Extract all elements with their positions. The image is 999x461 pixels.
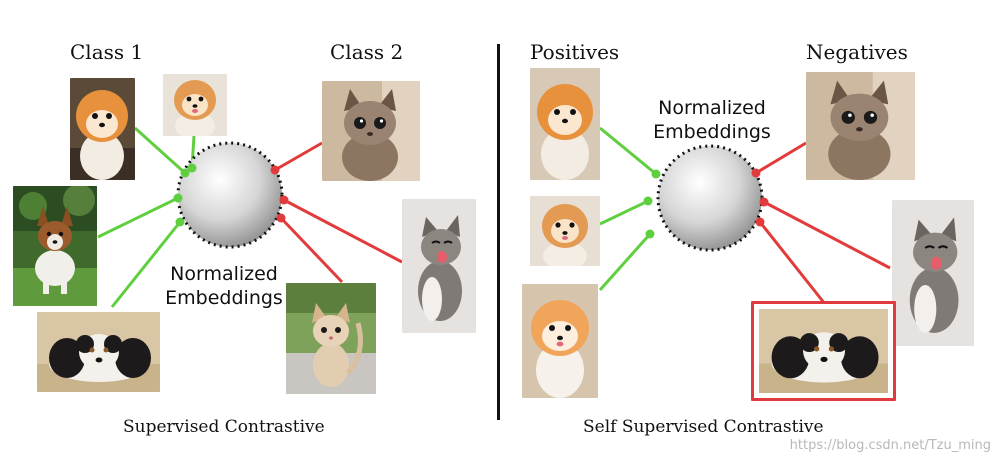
spaniel-dog-image (37, 312, 160, 392)
positive-pomeranian-image-3 (522, 284, 598, 398)
tabby-kitten-image (322, 81, 420, 181)
right-embedding-label: Normalized Embeddings (648, 96, 776, 144)
positive-pomeranian-image-2 (530, 196, 600, 266)
right-negative-lines (755, 141, 891, 305)
right-caption: Self Supervised Contrastive (583, 417, 824, 437)
left-green-line-4 (110, 221, 182, 308)
left-embedding-line1: Normalized (170, 263, 278, 285)
left-caption: Supervised Contrastive (123, 417, 325, 437)
left-red-line-3 (279, 216, 344, 284)
right-embedding-line2: Embeddings (653, 121, 771, 143)
meowing-kitten-image (402, 199, 476, 333)
left-green-line-3 (97, 196, 179, 239)
negative-tabby-kitten-image (806, 72, 915, 180)
left-red-line-2 (283, 198, 403, 264)
right-contact-dots (643, 168, 769, 239)
positive-pomeranian-image-1 (530, 68, 600, 180)
left-contact-dots (173, 163, 289, 227)
right-positive-lines (598, 126, 657, 291)
pomeranian-puppy-image (163, 74, 227, 136)
corgi-dog-image (13, 186, 97, 306)
left-embedding-line2: Embeddings (165, 287, 283, 309)
right-embedding-line1: Normalized (658, 97, 766, 119)
left-positive-lines (97, 126, 196, 308)
left-embedding-label: Normalized Embeddings (160, 262, 288, 310)
left-embedding-sphere (176, 141, 284, 249)
right-embedding-sphere (656, 144, 764, 252)
class1-label: Class 1 (70, 40, 144, 64)
negatives-label: Negatives (806, 40, 908, 64)
orange-kitten-image (286, 283, 376, 394)
watermark-text: https://blog.csdn.net/Tzu_ming (789, 438, 991, 453)
left-green-line-1 (133, 126, 187, 175)
negative-spaniel-highlighted-image (751, 301, 896, 401)
left-red-line-1 (274, 141, 323, 172)
class2-label: Class 2 (330, 40, 404, 64)
panel-divider (497, 44, 500, 420)
negative-meowing-kitten-image (892, 200, 974, 346)
positives-label: Positives (530, 40, 620, 64)
left-negative-lines (274, 141, 403, 284)
pomeranian-dog-image (70, 78, 135, 180)
